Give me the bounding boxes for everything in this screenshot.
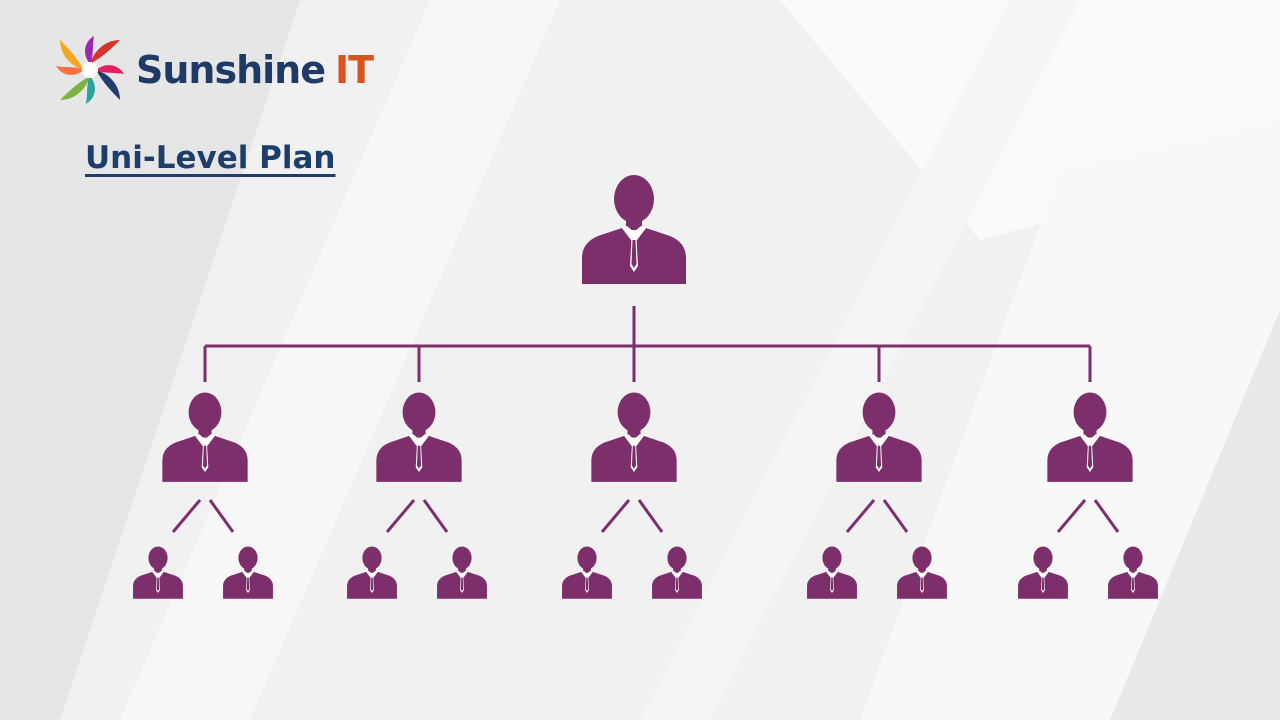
level2-member-icon-5-1 — [1018, 546, 1068, 599]
level1-member-icon-3 — [591, 392, 677, 482]
level1-member-icon-5 — [1047, 392, 1133, 482]
level2-member-icon-2-1 — [347, 546, 397, 599]
level1-member-icon-1 — [162, 392, 248, 482]
level2-member-icon-2-2 — [437, 546, 487, 599]
level2-member-icon-4-1 — [807, 546, 857, 599]
level2-member-icon-1-2 — [223, 546, 273, 599]
level2-member-icon-3-1 — [562, 546, 612, 599]
brand-accent-text: IT — [335, 48, 374, 92]
connector-level2-4-1 — [845, 499, 876, 533]
connector-level2-5-2 — [1093, 499, 1120, 533]
level2-member-icon-3-2 — [652, 546, 702, 599]
brand-name-text: Sunshine — [136, 48, 326, 92]
level2-member-icon-1-1 — [133, 546, 183, 599]
root-member-icon — [582, 175, 686, 284]
level1-member-icon-2 — [376, 392, 462, 482]
connector-level2-5-1 — [1056, 499, 1087, 533]
connector-level2-2-2 — [422, 499, 449, 533]
level2-member-icon-5-2 — [1108, 546, 1158, 599]
page-title: Uni-Level Plan — [85, 140, 336, 176]
connector-level2-1-2 — [208, 499, 235, 533]
connector-level2-3-1 — [600, 499, 631, 533]
level1-member-icon-4 — [836, 392, 922, 482]
connector-level2-1-1 — [171, 499, 202, 533]
connector-level2-4-2 — [882, 499, 909, 533]
pinwheel-logo-icon — [56, 36, 124, 104]
connector-level2-3-2 — [637, 499, 664, 533]
level2-member-icon-4-2 — [897, 546, 947, 599]
connector-level2-2-1 — [385, 499, 416, 533]
